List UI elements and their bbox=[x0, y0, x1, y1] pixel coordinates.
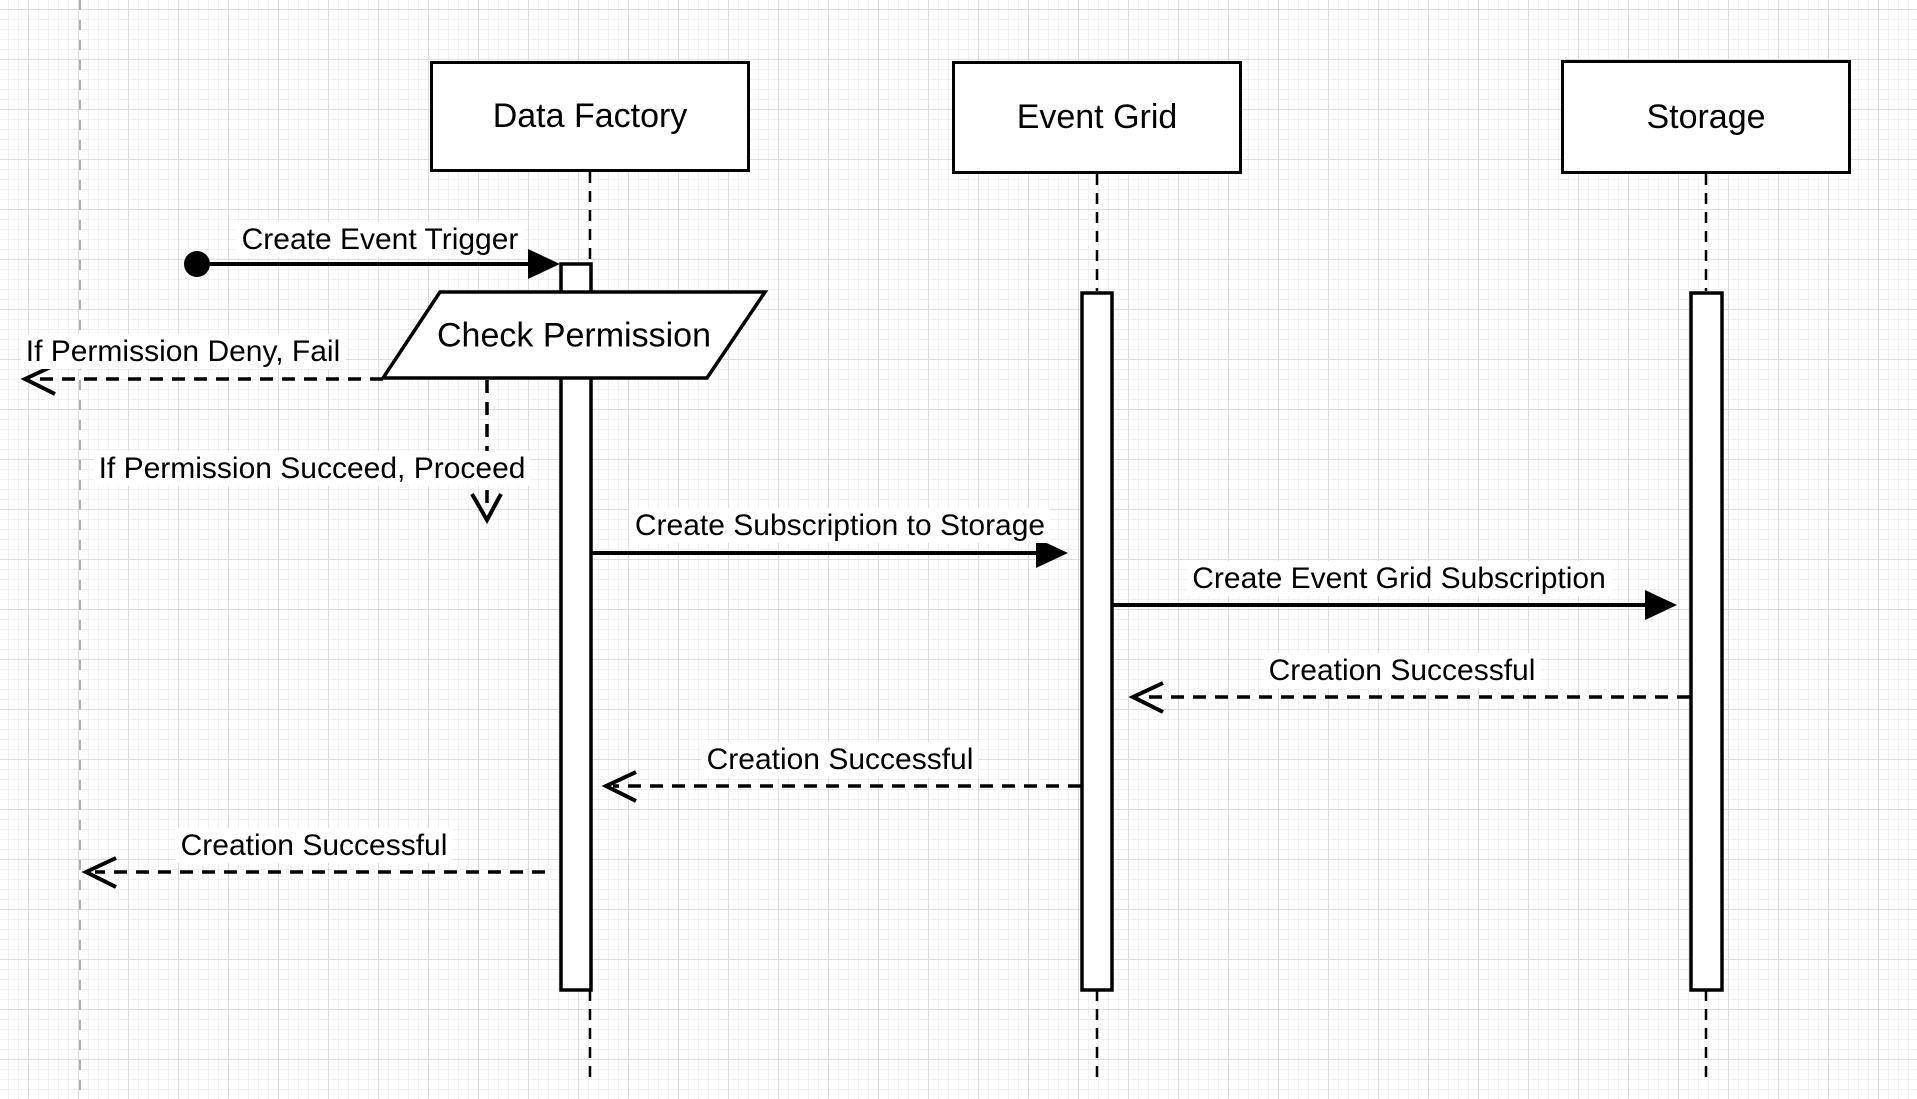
arrow-permission-deny[interactable] bbox=[20, 363, 383, 396]
message-label-permission-deny[interactable]: If Permission Deny, Fail bbox=[20, 334, 346, 369]
message-label-creation-successful-storage[interactable]: Creation Successful bbox=[1263, 653, 1541, 688]
message-label-create-subscription[interactable]: Create Subscription to Storage bbox=[629, 508, 1051, 543]
message-label-creation-successful-eventgrid[interactable]: Creation Successful bbox=[701, 742, 979, 777]
open-arrowhead-icon bbox=[20, 363, 56, 396]
activation-bar-data-factory[interactable] bbox=[559, 262, 593, 992]
actor-label: Storage bbox=[1646, 97, 1766, 136]
actor-box-data-factory[interactable]: Data Factory bbox=[430, 61, 750, 172]
arrow-creation-successful-storage-to-eventgrid[interactable] bbox=[1128, 681, 1690, 714]
found-message-start-dot bbox=[184, 251, 210, 277]
actor-label: Event Grid bbox=[1016, 98, 1178, 136]
open-arrowhead-icon bbox=[81, 856, 117, 889]
open-arrowhead-icon bbox=[601, 770, 637, 803]
arrow-creation-successful-datafactory-to-caller[interactable] bbox=[81, 856, 545, 889]
process-check-permission-label[interactable]: Check Permission bbox=[437, 316, 711, 355]
filled-arrowhead-icon bbox=[1036, 538, 1068, 568]
arrow-creation-successful-eventgrid-to-datafactory[interactable] bbox=[601, 770, 1081, 803]
filled-arrowhead-icon bbox=[1645, 590, 1677, 620]
message-label-permission-succeed[interactable]: If Permission Succeed, Proceed bbox=[93, 451, 531, 486]
message-label-create-event-grid-subscription[interactable]: Create Event Grid Subscription bbox=[1187, 561, 1611, 596]
arrow-create-event-trigger[interactable] bbox=[184, 249, 560, 279]
arrow-permission-succeed[interactable] bbox=[470, 380, 503, 525]
process-check-permission-shape[interactable] bbox=[379, 290, 769, 380]
arrow-create-event-grid-subscription[interactable] bbox=[1113, 590, 1677, 620]
actor-box-event-grid[interactable]: Event Grid bbox=[952, 61, 1242, 174]
message-label-creation-successful-datafactory[interactable]: Creation Successful bbox=[175, 828, 453, 863]
arrow-create-subscription[interactable] bbox=[592, 538, 1068, 568]
actor-box-storage[interactable]: Storage bbox=[1561, 60, 1851, 174]
open-arrowhead-icon bbox=[470, 493, 503, 525]
message-label-create-event-trigger[interactable]: Create Event Trigger bbox=[236, 222, 524, 257]
activation-bar-event-grid[interactable] bbox=[1080, 291, 1114, 992]
open-arrowhead-icon bbox=[1128, 681, 1164, 714]
activation-bar-storage[interactable] bbox=[1689, 291, 1724, 992]
filled-arrowhead-icon bbox=[528, 249, 560, 279]
actor-label: Data Factory bbox=[492, 97, 688, 135]
